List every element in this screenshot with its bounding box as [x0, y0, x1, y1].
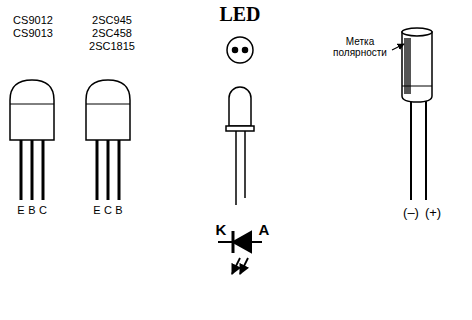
pin-name: C [39, 204, 47, 216]
led-top-view [227, 37, 253, 63]
pin-name: E [17, 204, 24, 216]
transistor-to92 [10, 80, 54, 200]
pin-name: A [259, 222, 270, 239]
pin-name: B [28, 204, 35, 216]
polarity-label: (–) [403, 206, 419, 220]
callout-label: Метка полярности [327, 36, 393, 58]
transistor-to92 [86, 80, 130, 200]
heading: LED [219, 3, 260, 25]
pin-name: C [104, 204, 112, 216]
pin-name: B [115, 204, 122, 216]
part-number: 2SC945 [92, 14, 132, 26]
led-side-view [226, 87, 254, 205]
pin-name: K [216, 222, 227, 239]
part-number: CS9012 [13, 14, 53, 26]
part-number: 2SC1815 [89, 40, 135, 52]
electrolytic-capacitor [392, 28, 432, 200]
polarity-label: (+) [425, 206, 441, 220]
pin-name: E [93, 204, 100, 216]
part-number: CS9013 [13, 27, 53, 39]
part-number: 2SC458 [92, 27, 132, 39]
